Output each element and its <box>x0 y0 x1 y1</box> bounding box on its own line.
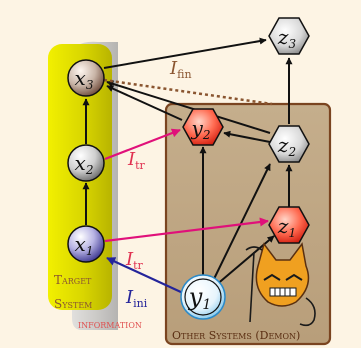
svg-text:x3: x3 <box>75 66 94 92</box>
edge-transfer-lower <box>104 217 269 243</box>
svg-text:z2: z2 <box>277 133 296 159</box>
node-x3: x3 <box>67 59 105 97</box>
information-label: information <box>78 317 142 331</box>
svg-text:z1: z1 <box>277 214 296 240</box>
edge-z2-y2 <box>223 130 271 143</box>
demon-cat-icon <box>245 242 316 327</box>
svg-text:x1: x1 <box>75 232 94 258</box>
edge-y2-x3 <box>106 85 183 121</box>
node-z3: z3 <box>268 17 310 55</box>
target-system-label-line2: System <box>54 297 92 311</box>
svg-text:y1: y1 <box>188 283 211 313</box>
edge-transfer-upper <box>104 128 181 161</box>
edge-final-info <box>103 78 273 106</box>
node-y1: y1 <box>180 274 226 320</box>
edge-initial-info <box>106 257 184 294</box>
node-z1: z1 <box>268 206 310 244</box>
svg-text:y2: y2 <box>191 116 211 142</box>
node-y2: y2 <box>182 108 224 146</box>
label-i-fin: Ifin <box>169 58 192 81</box>
edge-x3-z3 <box>103 37 267 69</box>
node-x2: x2 <box>67 144 105 182</box>
label-i-ini: Iini <box>125 287 148 310</box>
target-system-label-line1: Target <box>54 273 92 287</box>
other-systems-label: Other Systems (Demon) <box>172 329 300 342</box>
edge-z2-x3 <box>106 80 271 134</box>
node-x1: x1 <box>67 225 105 263</box>
label-i-tr-lower: Itr <box>125 249 144 272</box>
svg-text:x2: x2 <box>75 151 94 177</box>
svg-text:z3: z3 <box>277 25 297 51</box>
node-z2: z2 <box>268 125 310 163</box>
label-i-tr-upper: Itr <box>127 149 146 172</box>
